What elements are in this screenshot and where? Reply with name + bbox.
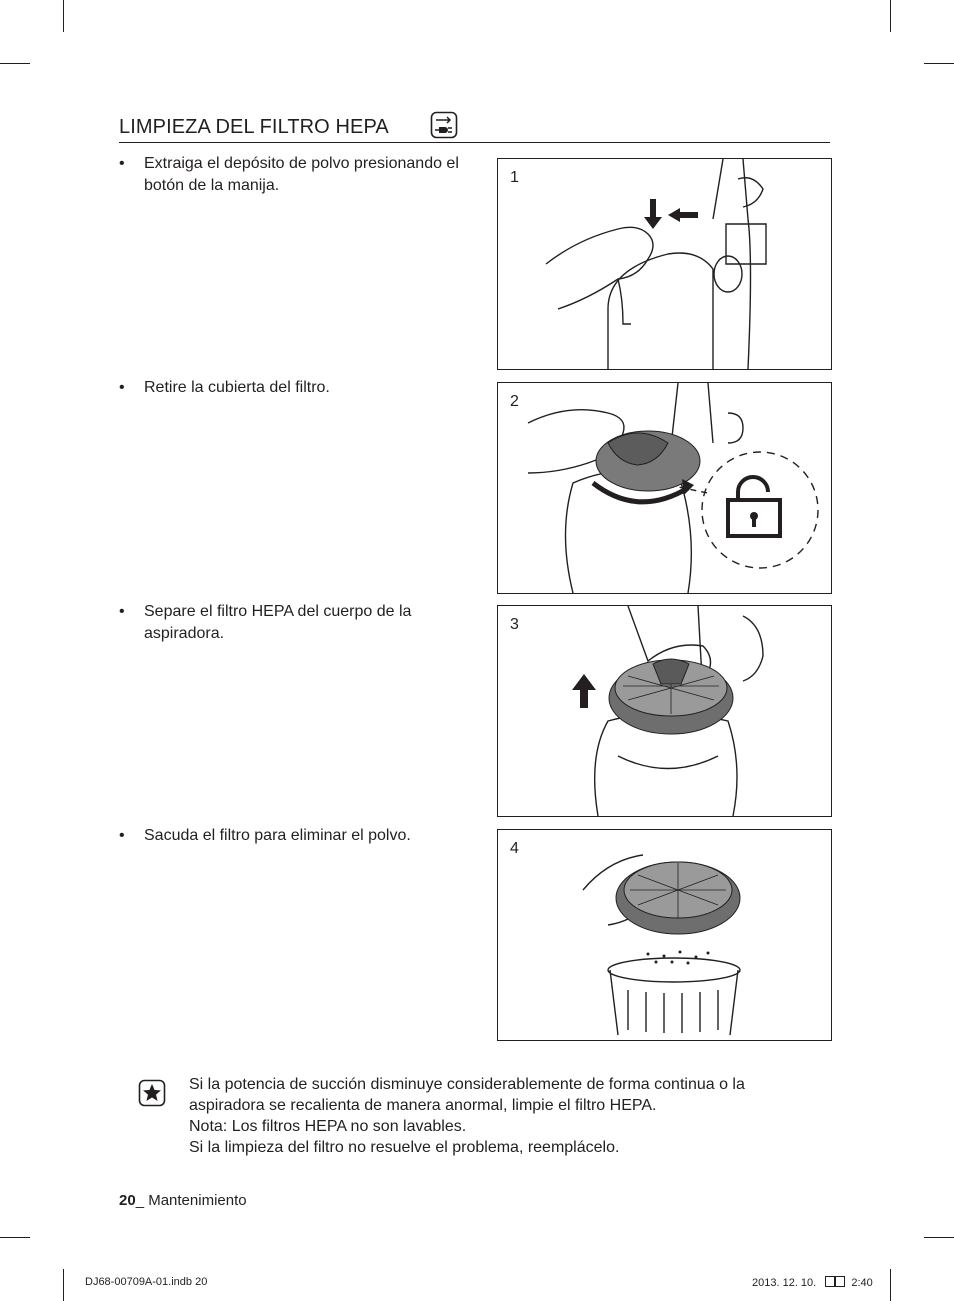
step-1-text: • Extraiga el depósito de polvo presiona… [119,153,479,197]
page-footer: 20_ Mantenimiento [119,1192,247,1209]
slug-time: 2:40 [851,1277,873,1289]
crop-mark [890,1269,891,1301]
figure-number: 2 [510,393,519,410]
step-text: Sacuda el filtro para eliminar el polvo. [144,827,411,844]
step-3-text: • Separe el filtro HEPA del cuerpo de la… [119,601,479,645]
note-line: Si la potencia de succión disminuye cons… [189,1076,745,1093]
note-line: Nota: Los filtros HEPA no son lavables. [189,1118,467,1135]
slug-date: 2013. 12. 10. [752,1277,817,1289]
step-text: Separe el filtro HEPA del cuerpo de la a… [144,603,412,642]
unplug-icon [430,111,458,139]
figure-1: 1 [497,158,832,370]
title-rule [119,142,830,143]
page-title: LIMPIEZA DEL FILTRO HEPA [119,116,389,138]
figure-4-illustration [582,854,741,1036]
crop-mark [63,1269,64,1301]
crop-mark [924,63,954,64]
footer-separator: _ [135,1192,149,1209]
crop-mark [0,63,30,64]
note-text: Si la potencia de succión disminuye cons… [189,1074,829,1158]
note-line: Si la limpieza del filtro no resuelve el… [189,1139,620,1156]
figure-3: 3 [497,605,832,817]
print-slug-file: DJ68-00709A-01.indb 20 [85,1276,208,1288]
step-4-text: • Sacuda el filtro para eliminar el polv… [119,825,479,847]
figure-3-illustration [572,606,764,816]
bullet: • [119,827,125,844]
slug-glyph [825,1276,836,1287]
print-slug-date: 2013. 12. 10. 2:40 [752,1276,873,1289]
crop-mark [0,1237,30,1238]
slug-glyph [835,1276,846,1287]
figure-2-illustration [527,383,819,593]
crop-mark [63,0,64,32]
crop-mark [924,1237,954,1238]
footer-section: Mantenimiento [148,1192,247,1209]
figure-number: 3 [510,616,519,633]
figure-number: 1 [510,169,519,186]
step-2-text: • Retire la cubierta del filtro. [119,377,479,399]
star-note-icon [138,1079,166,1107]
bullet: • [119,603,125,620]
figure-number: 4 [510,840,519,857]
step-text: Retire la cubierta del filtro. [144,379,330,396]
figure-1-illustration [545,159,767,369]
figure-4: 4 [497,829,832,1041]
note-line: aspiradora se recalienta de manera anorm… [189,1097,657,1114]
step-text: Extraiga el depósito de polvo presionand… [144,155,459,194]
figure-2: 2 [497,382,832,594]
crop-mark [890,0,891,32]
bullet: • [119,379,125,396]
page-number: 20 [119,1192,136,1209]
bullet: • [119,155,125,172]
